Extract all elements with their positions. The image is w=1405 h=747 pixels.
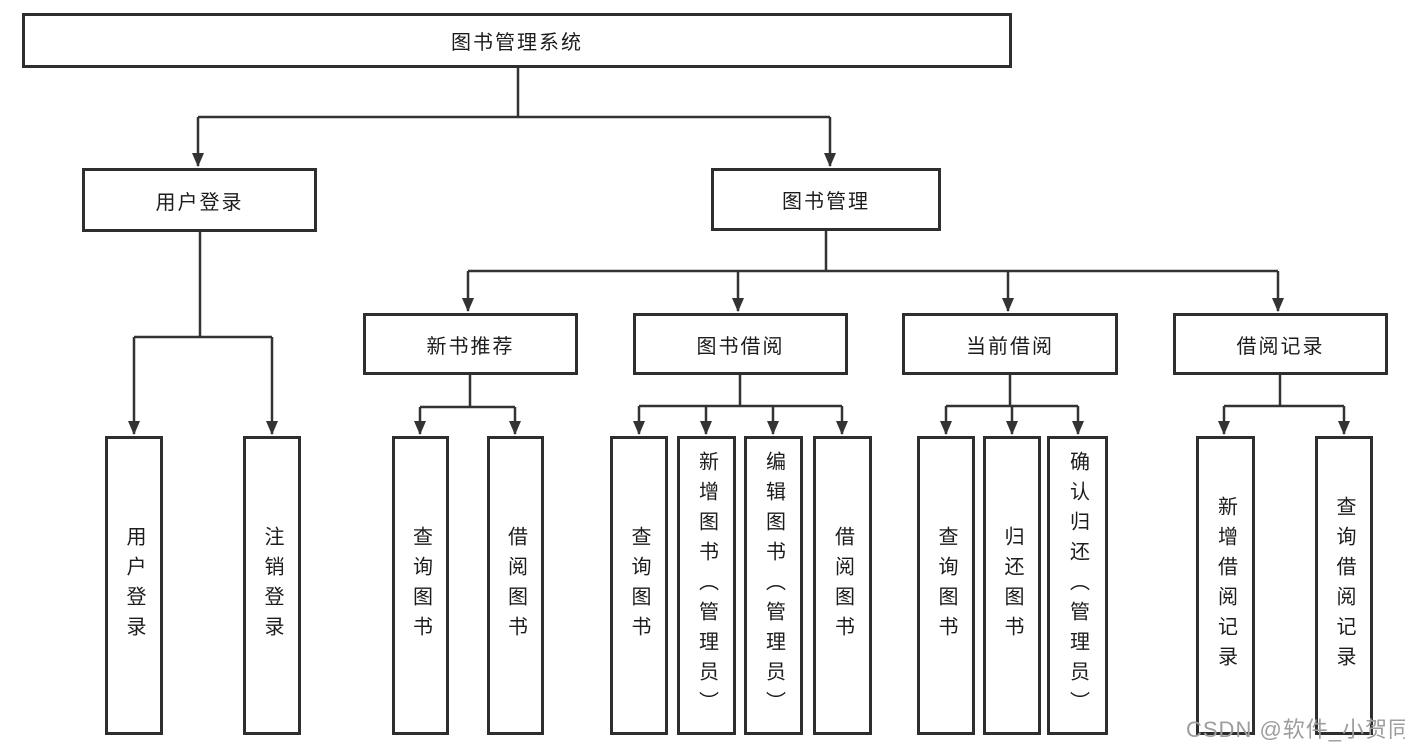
leaf-current-query-book-label: 查询图书 [935,525,957,646]
leaf-record-add: 新增借阅记录 [1196,436,1255,735]
node-root-label: 图书管理系统 [451,32,583,54]
node-current-borrow: 当前借阅 [902,313,1118,375]
node-root-system: 图书管理系统 [22,13,1012,68]
node-user-login-label: 用户登录 [155,191,244,214]
leaf-current-query-book: 查询图书 [917,436,975,735]
leaf-current-return-book-label: 归还图书 [1001,525,1023,646]
leaf-logout: 注销登录 [243,436,301,735]
leaf-borrow-borrow-book-label: 借阅图书 [831,525,854,646]
node-borrow-record-label: 借阅记录 [1236,335,1325,358]
node-current-borrow-label: 当前借阅 [966,335,1054,358]
leaf-recommend-borrow-book: 借阅图书 [487,436,544,735]
leaf-borrow-query-book: 查询图书 [610,436,668,735]
node-book-borrow-label: 图书借阅 [696,335,785,358]
csdn-watermark: CSDN @软件_小贺同学 [1186,717,1405,742]
leaf-current-confirm-return-admin-label: 确认归还（管理员） [1066,450,1089,721]
leaf-recommend-query-book-label: 查询图书 [409,525,432,646]
leaf-record-query-label: 查询借阅记录 [1333,495,1355,676]
leaf-record-query: 查询借阅记录 [1315,436,1373,735]
leaf-borrow-add-book-admin-label: 新增图书（管理员） [695,450,718,721]
leaf-current-return-book: 归还图书 [983,436,1041,735]
node-book-borrow: 图书借阅 [633,313,848,375]
leaf-borrow-borrow-book: 借阅图书 [813,436,872,735]
leaf-recommend-borrow-book-label: 借阅图书 [504,525,527,646]
node-book-management: 图书管理 [711,168,941,231]
leaf-logout-label: 注销登录 [261,525,283,646]
leaf-user-login-label: 用户登录 [123,525,145,646]
node-book-management-label: 图书管理 [782,191,870,213]
leaf-borrow-query-book-label: 查询图书 [628,525,650,646]
node-borrow-record: 借阅记录 [1173,313,1388,375]
node-new-book-recommend-label: 新书推荐 [426,335,515,358]
node-new-book-recommend: 新书推荐 [363,313,578,375]
leaf-borrow-edit-book-admin: 编辑图书（管理员） [744,436,803,735]
node-user-login: 用户登录 [82,168,317,232]
leaf-record-add-label: 新增借阅记录 [1214,495,1237,676]
leaf-borrow-add-book-admin: 新增图书（管理员） [677,436,736,735]
leaf-user-login: 用户登录 [105,436,163,735]
leaf-borrow-edit-book-admin-label: 编辑图书（管理员） [762,450,785,721]
leaf-recommend-query-book: 查询图书 [392,436,449,735]
leaf-current-confirm-return-admin: 确认归还（管理员） [1047,436,1108,735]
